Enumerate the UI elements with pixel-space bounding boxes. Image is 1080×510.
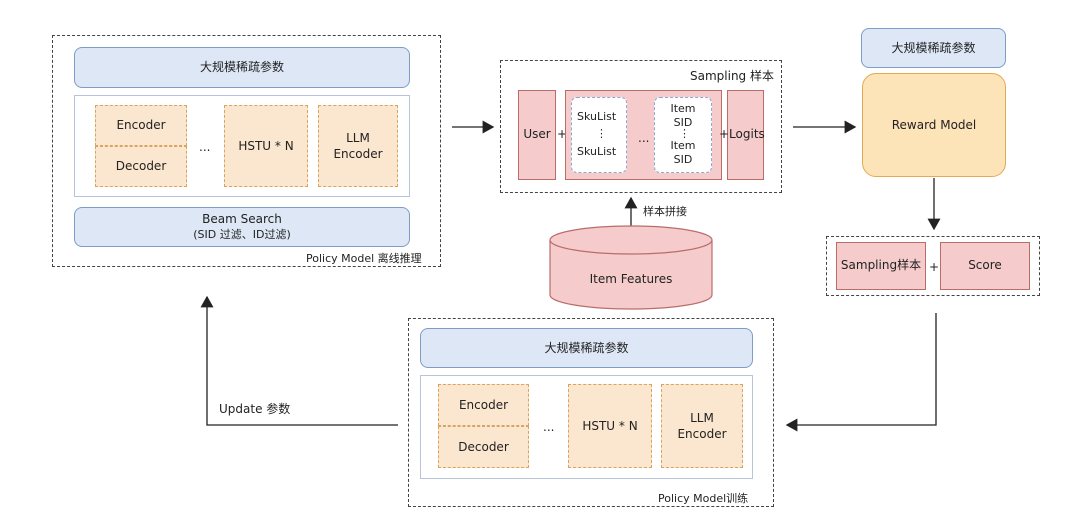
scored-plus: + [929,260,940,274]
reward-model-box: Reward Model [862,73,1006,177]
training-decoder-box: Decoder [438,426,529,468]
update-params-label: Update 参数 [219,402,291,416]
item-features-label: Item Features [589,272,673,286]
inference-ellipsis: ... [199,140,211,154]
beam-search-title: Beam Search [202,212,282,227]
scored-sampling-box: Sampling样本 [836,242,926,290]
training-hstu-box: HSTU * N [568,384,652,468]
beam-search-box: Beam Search (SID 过滤、ID过滤) [74,207,410,247]
skulist-vdots: ⋮ [596,127,607,140]
training-panel-label: Policy Model训练 [658,492,749,505]
inference-panel [52,35,441,267]
score-box: Score [940,242,1030,290]
scored-sample-panel [826,236,1040,296]
plus-logits-label: +Logits [719,127,765,141]
inference-llm-encoder-box: LLM Encoder [318,105,398,187]
skulist-label-2: SkuList [577,145,617,158]
sequence-ellipsis: ... [638,131,650,145]
inference-panel-label: Policy Model 离线推理 [306,252,422,265]
plus-sign-1: + [557,127,568,141]
item-sid-box-2: Item SID [658,138,708,168]
skulist-group [571,97,627,173]
inference-hstu-box: HSTU * N [224,105,308,187]
sampling-panel [500,60,782,193]
arrow-score-to-training [785,313,937,432]
sampling-panel-label: Sampling 样本 [690,69,774,83]
training-encoder-box: Encoder [438,384,529,426]
user-box: User [518,90,556,180]
beam-search-filter: (SID 过滤、ID过滤) [193,227,291,241]
item-sid-vdots: ⋮ [679,127,690,140]
training-ellipsis: ... [543,420,555,434]
training-sparse-params-box: 大规模稀疏参数 [420,328,753,368]
item-sid-box-1: Item SID [658,101,708,131]
inference-decoder-box: Decoder [95,146,187,187]
inference-sparse-params-box: 大规模稀疏参数 [74,47,410,88]
training-llm-encoder-box: LLM Encoder [661,384,743,468]
arrow-training-to-inference [200,295,398,426]
concat-label: 样本拼接 [643,205,687,218]
inference-encoder-box: Encoder [95,105,187,146]
reward-sparse-params-box: 大规模稀疏参数 [861,28,1006,68]
logits-box [727,90,764,180]
skulist-label-1: SkuList [577,110,617,123]
training-panel [408,318,774,507]
